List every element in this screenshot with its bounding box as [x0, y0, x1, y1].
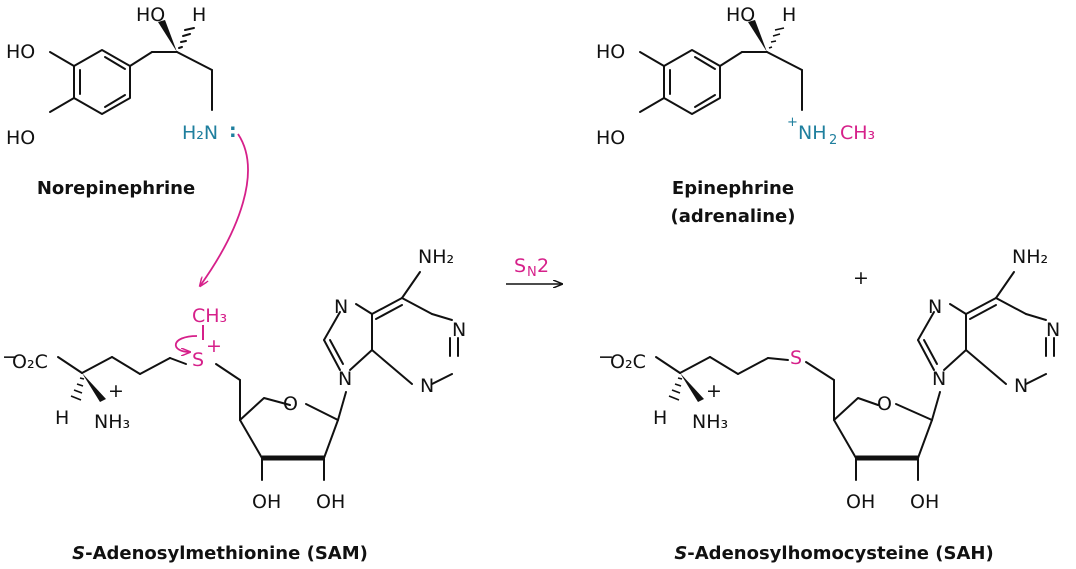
n-label: N [338, 368, 352, 390]
ho-label: HO [726, 4, 755, 26]
n-label: N [420, 375, 434, 397]
condition-s: S [514, 255, 526, 277]
amine-label: H₂N [182, 122, 218, 144]
n-label: N [932, 368, 946, 390]
condition-n: N [527, 265, 537, 280]
ho-label: HO [6, 127, 35, 149]
ho-label: HO [596, 127, 625, 149]
n-label: N [1046, 319, 1060, 341]
minus-charge: − [2, 346, 18, 368]
plus-charge: + [108, 380, 124, 402]
ammonium-label: NH₃ [94, 411, 130, 433]
methyl-label: CH₃ [840, 122, 875, 144]
sam-caption: S-Adenosylmethionine (SAM) [72, 543, 368, 564]
h-label: H [55, 407, 69, 429]
oh-label: OH [316, 491, 345, 513]
oh-label: OH [910, 491, 939, 513]
ho-label: HO [596, 41, 625, 63]
methyl-label: CH₃ [192, 305, 227, 327]
minus-charge: − [598, 346, 614, 368]
sulfonium-label: S [192, 349, 204, 371]
epinephrine-caption: Epinephrine [672, 178, 794, 199]
ring-oxygen-label: O [283, 393, 298, 415]
reaction-arrow-group: S N 2 [506, 255, 562, 284]
ho-label: HO [136, 4, 165, 26]
plus-charge: + [706, 380, 722, 402]
plus-sign: + [853, 267, 869, 289]
ring-oxygen-label: O [877, 393, 892, 415]
condition-2: 2 [537, 255, 549, 277]
epinephrine-structure: HO HO HO H + NH 2 CH₃ [596, 4, 875, 149]
nucleophilic-attack-arrow [200, 133, 249, 286]
sam-structure: − O₂C H + NH₃ CH₃ S + O OH OH N N N N NH… [2, 246, 466, 513]
benzene-ring [663, 49, 721, 115]
h-label: H [653, 407, 667, 429]
thioether-label: S [790, 347, 802, 369]
oh-label: OH [846, 491, 875, 513]
sah-caption: S-Adenosylhomocysteine (SAH) [674, 543, 993, 564]
h-label: H [782, 4, 796, 26]
ammonium-label: NH [798, 122, 827, 144]
h-label: H [192, 4, 206, 26]
plus-charge: + [206, 335, 222, 357]
amino-label: NH₂ [418, 246, 454, 268]
oh-label: OH [252, 491, 281, 513]
norepinephrine-structure: HO HO HO H H₂N : [6, 4, 237, 149]
adrenaline-caption: (adrenaline) [671, 206, 796, 227]
lone-pair-glyph: : [229, 120, 237, 142]
hash-bond [768, 27, 785, 49]
n-label: N [928, 296, 942, 318]
sah-structure: − O₂C H + NH₃ S O OH OH N N N N NH₂ [598, 246, 1060, 513]
norepinephrine-caption: Norepinephrine [37, 178, 195, 199]
wedge-bond [748, 20, 767, 52]
hash-bond [178, 27, 195, 49]
ho-label: HO [6, 41, 35, 63]
subscript-2: 2 [829, 133, 837, 148]
n-label: N [1014, 375, 1028, 397]
carboxylate-label: O₂C [610, 351, 646, 373]
plus-charge: + [787, 115, 798, 130]
wedge-bond [158, 20, 177, 52]
amino-label: NH₂ [1012, 246, 1048, 268]
bond-break-arrow [174, 335, 198, 352]
n-label: N [452, 319, 466, 341]
n-label: N [334, 296, 348, 318]
carboxylate-label: O₂C [12, 351, 48, 373]
benzene-ring [73, 49, 131, 115]
ammonium-label: NH₃ [692, 411, 728, 433]
